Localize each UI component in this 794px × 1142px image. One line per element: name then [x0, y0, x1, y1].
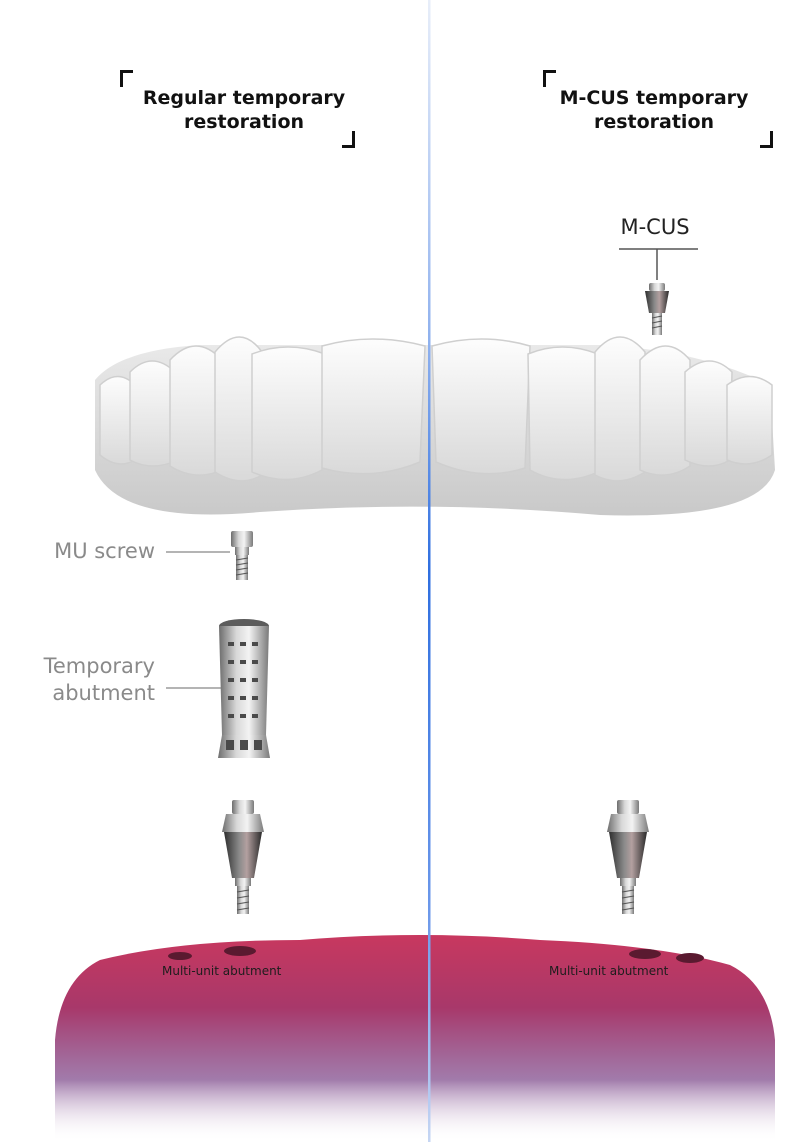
multi-unit-abutment-left: [222, 800, 264, 914]
temporary-abutment-component: [166, 619, 270, 758]
left-title-line1: Regular temporary: [128, 86, 360, 110]
implant-site: [629, 949, 661, 959]
m-cus-label: M-CUS: [590, 214, 720, 241]
multi-unit-abutment-right: [607, 800, 649, 914]
title-bracket-open-left: [120, 70, 133, 87]
right-title-line1: M-CUS temporary: [545, 86, 763, 110]
multi-unit-abutment-label-right: Multi-unit abutment: [549, 964, 668, 978]
tooth: [432, 339, 530, 474]
left-panel-title: Regular temporary restoration: [128, 86, 360, 134]
implant-site: [168, 952, 192, 960]
temporary-abutment-label: Temporary abutment: [10, 653, 155, 707]
implant-site: [224, 946, 256, 956]
center-divider: [428, 0, 431, 1142]
tooth: [595, 337, 645, 481]
temporary-abutment-label-line1: Temporary: [10, 653, 155, 680]
dental-arch: [95, 337, 775, 515]
title-bracket-close-right: [760, 131, 773, 148]
temporary-abutment-label-line2: abutment: [10, 680, 155, 707]
tooth: [685, 361, 732, 466]
title-bracket-close-left: [342, 131, 355, 148]
mu-screw-label: MU screw: [20, 538, 155, 565]
multi-unit-abutment-label-left: Multi-unit abutment: [162, 964, 281, 978]
mu-screw-component: [166, 531, 253, 580]
tooth: [528, 347, 598, 480]
tooth: [727, 377, 772, 465]
tooth: [252, 347, 325, 480]
right-panel-title: M-CUS temporary restoration: [545, 86, 763, 134]
m-cus-component: [619, 249, 698, 335]
implant-site: [676, 953, 704, 963]
left-title-line2: restoration: [128, 110, 360, 134]
tooth: [170, 346, 222, 475]
right-title-line2: restoration: [545, 110, 763, 134]
title-bracket-open-right: [543, 70, 556, 87]
tooth: [640, 346, 690, 475]
tooth: [322, 339, 425, 474]
